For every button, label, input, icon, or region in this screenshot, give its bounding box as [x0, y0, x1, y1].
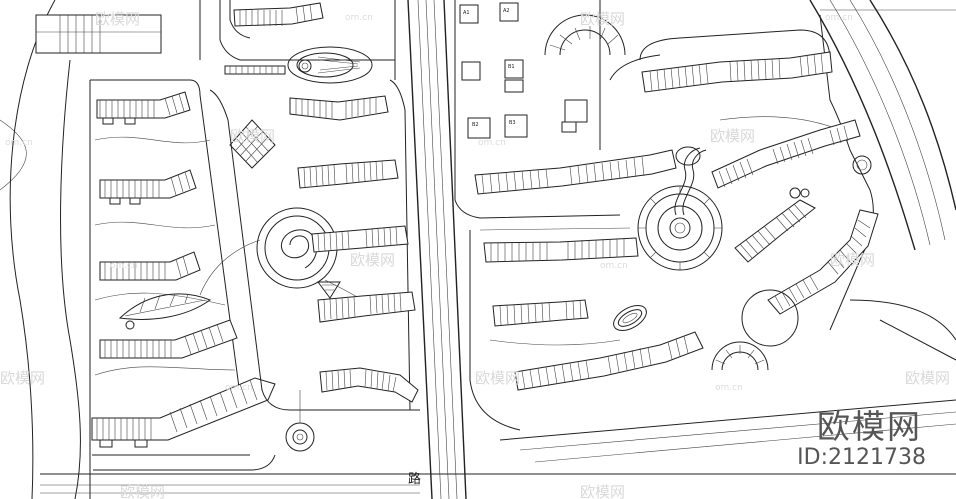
watermark-domain: om.cn: [225, 383, 253, 393]
building-c5: [317, 291, 416, 323]
building-c2: [289, 95, 389, 121]
building-c4: [311, 225, 409, 253]
watermark-text: 欧模网: [580, 483, 625, 499]
ne-road: [809, 0, 956, 361]
building-c6: [319, 367, 419, 403]
watermark-domain: om.cn: [110, 261, 138, 271]
circular-plaza: [637, 146, 723, 271]
building-r1: [641, 51, 833, 93]
oval-plaza: [224, 46, 373, 84]
watermark-domain: om.cn: [478, 138, 506, 148]
watermark-text: 欧模网: [120, 483, 165, 499]
building-l4: [99, 319, 238, 359]
entrance-fountain: [285, 390, 315, 452]
diamond-court: [229, 119, 276, 169]
building-l1: [96, 91, 191, 125]
left-block-outline: [90, 0, 276, 471]
watermark-text: 欧模网: [830, 251, 875, 269]
building-r6: [711, 119, 861, 189]
amphitheater: [711, 341, 769, 371]
fountain: [125, 320, 135, 330]
watermark-text: 欧模网: [230, 127, 275, 145]
oval-feature: [613, 305, 647, 331]
watermark-domain: om.cn: [600, 261, 628, 271]
building-l5: [91, 377, 276, 448]
watermark-text: 欧模网: [350, 251, 395, 269]
watermark-text: 欧模网: [475, 369, 520, 387]
watermark-layer: 欧模网 欧模网 欧模网 欧模网 欧模网 欧模网 欧模网 欧模网 欧模网 欧模网 …: [0, 10, 950, 499]
watermark-brand: 欧模网: [817, 407, 922, 446]
watermark-domain: om.cn: [825, 13, 853, 23]
villa-label-a1: A1: [463, 10, 470, 16]
watermark-text: 欧模网: [0, 369, 45, 387]
triangle-court: [317, 281, 341, 299]
left-buildings: [91, 91, 276, 448]
building-r8: [767, 209, 879, 315]
villa-label-b1: B1: [508, 64, 515, 70]
building-c3: [297, 159, 399, 189]
central-left-block: [199, 0, 420, 452]
villas: A1 A2 B1 B2 B3: [459, 2, 588, 139]
building-r2: [474, 149, 677, 195]
building-r3: [483, 237, 639, 263]
road-label: 路: [408, 472, 422, 487]
watermark-domain: om.cn: [345, 13, 373, 23]
building-r7: [734, 199, 816, 263]
west-road: [0, 0, 91, 499]
villa-label-b3: B3: [509, 120, 516, 126]
right-block: A1 A2 B1 B2 B3: [454, 0, 879, 431]
semicircle-plaza: [544, 14, 626, 56]
watermark-text: 欧模网: [95, 10, 140, 28]
east-lawn: [741, 289, 799, 347]
bottom-road: [40, 399, 956, 494]
east-fountain: [852, 155, 872, 175]
villa-label-a2: A2: [503, 8, 510, 14]
building-r4: [492, 299, 589, 327]
east-tree: [789, 187, 801, 199]
watermark-text: 欧模网: [710, 127, 755, 145]
watermark-id: ID:2121738: [797, 445, 926, 470]
stair-block: [35, 14, 162, 54]
villa-label-b2: B2: [472, 122, 479, 128]
building-r5: [514, 331, 704, 391]
main-road: [407, 0, 467, 499]
watermark-domain: om.cn: [5, 138, 33, 148]
watermark-text: 欧模网: [580, 10, 625, 28]
building-l3: [99, 251, 201, 281]
leaf-plaza: [118, 293, 212, 320]
watermark-text: 欧模网: [905, 369, 950, 387]
building-c1: [233, 2, 324, 27]
watermark-domain: om.cn: [715, 383, 743, 393]
building-l2: [99, 169, 197, 205]
